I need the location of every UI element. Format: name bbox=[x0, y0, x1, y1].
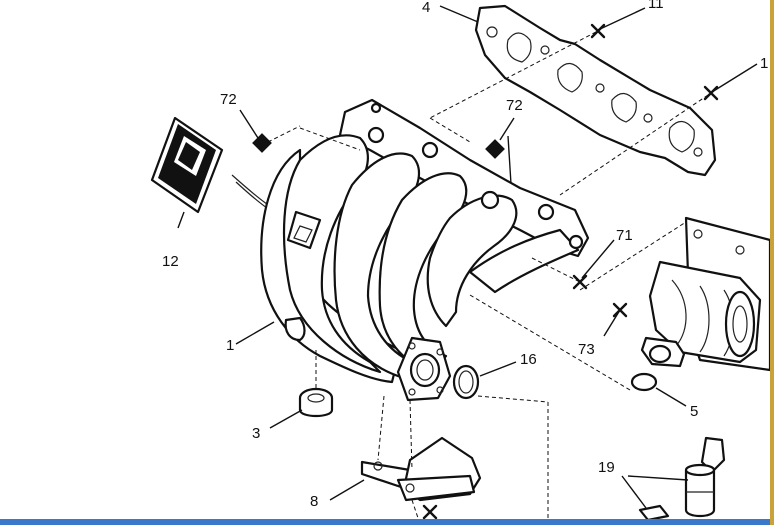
label-19: 19 bbox=[598, 459, 615, 476]
label-8: 8 bbox=[310, 493, 318, 510]
grommet-part-3 bbox=[298, 387, 334, 418]
label-71: 71 bbox=[616, 227, 633, 244]
right-edge-bar bbox=[770, 0, 774, 525]
sensor-part-5 bbox=[630, 336, 686, 392]
label-5: 5 bbox=[690, 403, 698, 420]
intake-manifold-part-1 bbox=[260, 98, 590, 402]
label-1-left: 1 bbox=[226, 337, 234, 354]
label-16: 16 bbox=[520, 351, 537, 368]
badge-part-12 bbox=[150, 116, 224, 214]
label-72-left: 72 bbox=[220, 91, 237, 108]
label-4: 4 bbox=[422, 0, 430, 16]
label-1-top: 1 bbox=[760, 55, 768, 72]
bottom-edge-bar bbox=[0, 519, 774, 525]
o-ring-part-16 bbox=[452, 364, 480, 400]
label-72-right: 72 bbox=[506, 97, 523, 114]
label-73: 73 bbox=[578, 341, 595, 358]
throttle-body bbox=[648, 216, 772, 372]
label-12: 12 bbox=[162, 253, 179, 270]
label-11: 11 bbox=[648, 0, 664, 12]
label-3: 3 bbox=[252, 425, 260, 442]
gasket-part-4 bbox=[474, 4, 717, 177]
bracket-part-8 bbox=[360, 436, 482, 502]
connector-part-19 bbox=[638, 436, 726, 522]
